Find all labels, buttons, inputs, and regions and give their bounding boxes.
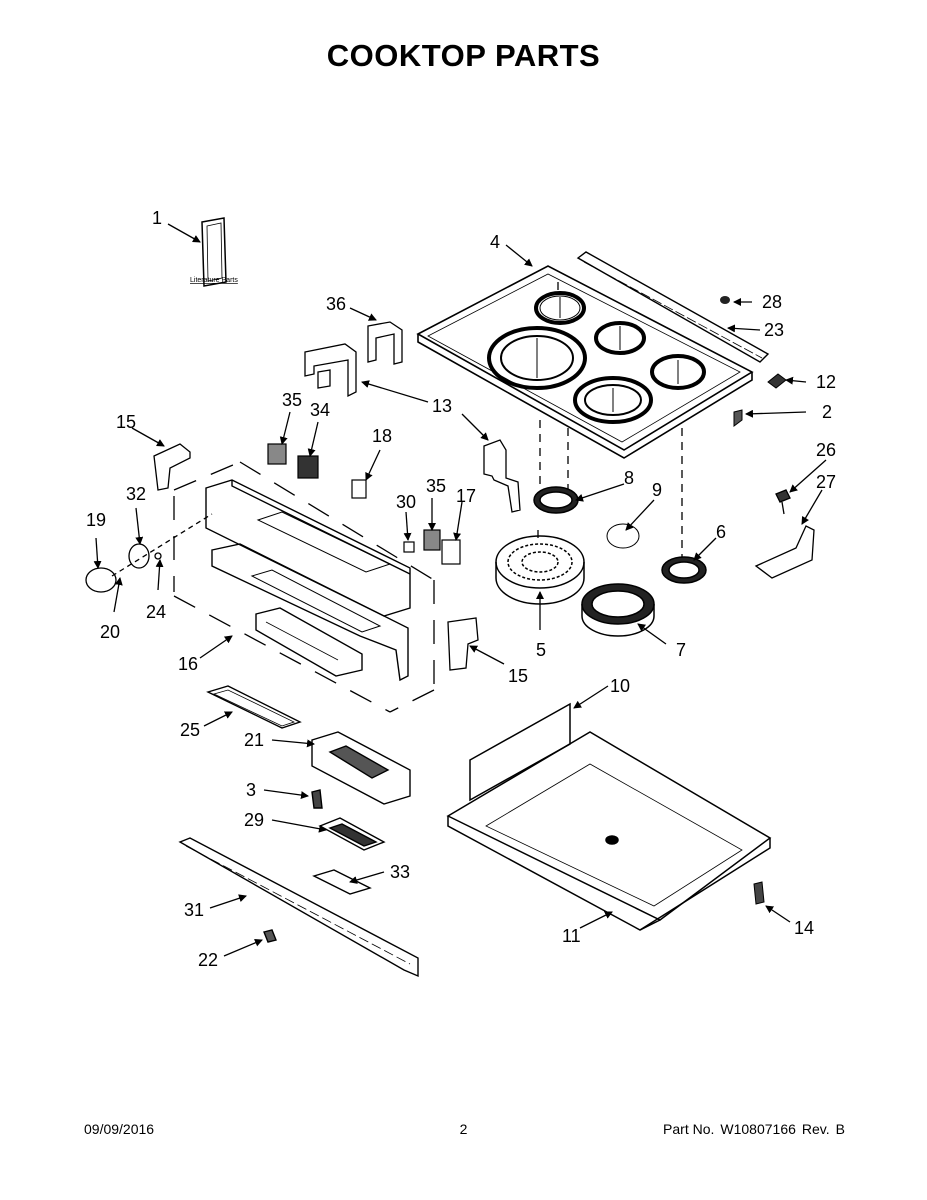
callout-33: 33 (390, 862, 410, 882)
callout-30: 30 (396, 492, 416, 512)
glass-cooktop (416, 265, 754, 459)
callout-21: 21 (244, 730, 264, 750)
screw-and-bracket (754, 489, 815, 579)
literature-parts (201, 217, 227, 287)
callout-7: 7 (676, 640, 686, 660)
alignment-lines (537, 282, 683, 560)
callout-35-right: 35 (426, 476, 446, 496)
leader-arrows (93, 223, 827, 957)
footer-page-number: 2 (459, 1121, 468, 1137)
callout-5: 5 (536, 640, 546, 660)
callout-35-left: 35 (282, 390, 302, 410)
callout-15-right: 15 (508, 666, 528, 686)
callout-23: 23 (764, 320, 784, 340)
control-panel-assembly (205, 479, 411, 682)
panel-frame-dashes (173, 461, 435, 713)
side-bracket-right (483, 439, 521, 513)
literature-label: Literature Parts (190, 277, 238, 284)
callout-labels: 1 2 3 4 5 6 7 8 9 10 11 12 13 14 15 15 1… (86, 208, 836, 970)
rev-label: Rev. (801, 1121, 830, 1137)
callout-17: 17 (456, 486, 476, 506)
part-no-value: W10807166 (720, 1121, 796, 1137)
callout-22: 22 (198, 950, 218, 970)
callout-14: 14 (794, 918, 814, 938)
callout-10: 10 (610, 676, 630, 696)
chassis-screw (753, 881, 765, 905)
callout-12: 12 (816, 372, 836, 392)
callout-31: 31 (184, 900, 204, 920)
radiant-elements (495, 486, 707, 637)
callout-18: 18 (372, 426, 392, 446)
callout-29: 29 (244, 810, 264, 830)
side-bracket-left (304, 321, 403, 398)
callout-25: 25 (180, 720, 200, 740)
callout-16: 16 (178, 654, 198, 674)
callout-32: 32 (126, 484, 146, 504)
grommet (720, 296, 730, 304)
callout-8: 8 (624, 468, 634, 488)
rev-value: B (835, 1121, 845, 1137)
callout-20: 20 (100, 622, 120, 642)
callout-2: 2 (822, 402, 832, 422)
callout-27: 27 (816, 472, 836, 492)
callout-4: 4 (490, 232, 500, 252)
cooktop-chassis (446, 702, 772, 931)
side-trim-left (153, 443, 191, 491)
callout-36: 36 (326, 294, 346, 314)
small-clip (733, 409, 743, 427)
callout-26: 26 (816, 440, 836, 460)
callout-6: 6 (716, 522, 726, 542)
clip-bracket (767, 373, 787, 389)
footer-part-number: Part No. W10807166 Rev. B (657, 1121, 845, 1137)
lower-parts (178, 685, 419, 978)
callout-11: 11 (562, 926, 581, 946)
page-title: COOKTOP PARTS (326, 38, 601, 73)
footer-date: 09/09/2016 (84, 1121, 155, 1137)
callout-24: 24 (146, 602, 166, 622)
callout-9: 9 (652, 480, 662, 500)
callout-3: 3 (246, 780, 256, 800)
callout-19: 19 (86, 510, 106, 530)
callout-28: 28 (762, 292, 782, 312)
callout-1: 1 (152, 208, 162, 228)
side-trim-right (447, 617, 479, 671)
part-no-label: Part No. (663, 1121, 715, 1137)
rear-trim (576, 251, 770, 363)
callout-15-left: 15 (116, 412, 136, 432)
callout-13: 13 (432, 396, 452, 416)
callout-34: 34 (310, 400, 330, 420)
